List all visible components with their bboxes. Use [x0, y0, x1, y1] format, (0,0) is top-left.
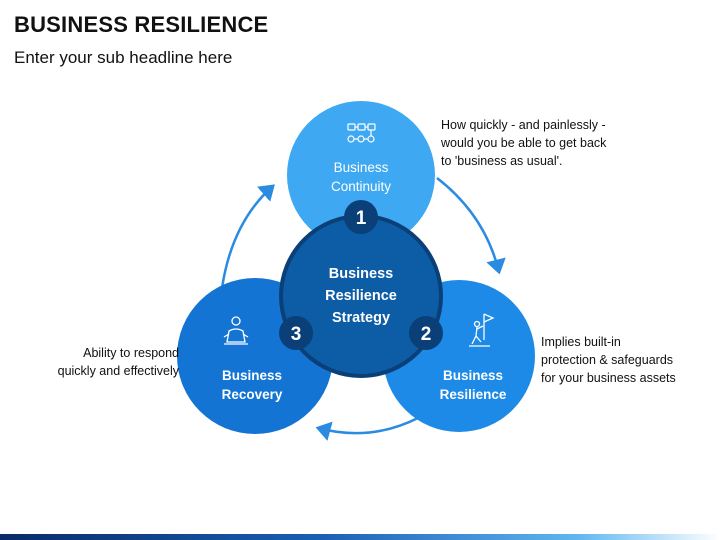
recovery-label-line1: Business	[222, 368, 282, 383]
continuity-note-line: would you be able to get back	[441, 136, 607, 150]
center-label-line2: Resilience	[325, 288, 397, 304]
resilience-note: Implies built-in protection & safeguards…	[541, 333, 676, 387]
badge-2-number: 2	[421, 324, 432, 345]
continuity-note-line: How quickly - and painlessly -	[441, 118, 606, 132]
recovery-label-line2: Recovery	[222, 387, 283, 402]
continuity-note-line: to 'business as usual'.	[441, 154, 563, 168]
workflow-icon	[347, 123, 376, 143]
climber-flag-icon	[469, 313, 495, 347]
arrow-continuity-to-resilience	[436, 177, 506, 275]
person-meditate-icon	[223, 316, 249, 345]
resilience-note-line: Implies built-in	[541, 335, 621, 349]
badge-1-number: 1	[356, 208, 367, 229]
badge-3	[279, 316, 313, 350]
continuity-label-line1: Business	[334, 160, 389, 175]
center-label-line1: Business	[329, 266, 393, 282]
recovery-note-line: quickly and effectively	[57, 364, 179, 378]
resilience-note-line: protection & safeguards	[541, 353, 674, 367]
continuity-label-line2: Continuity	[331, 179, 391, 194]
resilience-note-line: for your business assets	[541, 371, 676, 385]
badge-2	[409, 316, 443, 350]
resilience-label-line1: Business	[443, 368, 503, 383]
arrow-recovery-to-continuity	[220, 184, 275, 289]
arrow-resilience-to-recovery	[315, 416, 419, 441]
center-label-line3: Strategy	[332, 310, 390, 326]
continuity-circle	[287, 101, 435, 249]
page-subtitle: Enter your sub headline here	[14, 48, 233, 67]
resilience-label-line2: Resilience	[440, 387, 507, 402]
footer-gradient-bar	[0, 534, 720, 540]
recovery-note-line: Ability to respond	[83, 346, 179, 360]
page-title: BUSINESS RESILIENCE	[14, 12, 269, 37]
continuity-note: How quickly - and painlessly - would you…	[441, 116, 606, 170]
badge-1	[344, 200, 378, 234]
badge-3-number: 3	[291, 324, 302, 345]
recovery-note: Ability to respond quickly and effective…	[58, 344, 179, 380]
